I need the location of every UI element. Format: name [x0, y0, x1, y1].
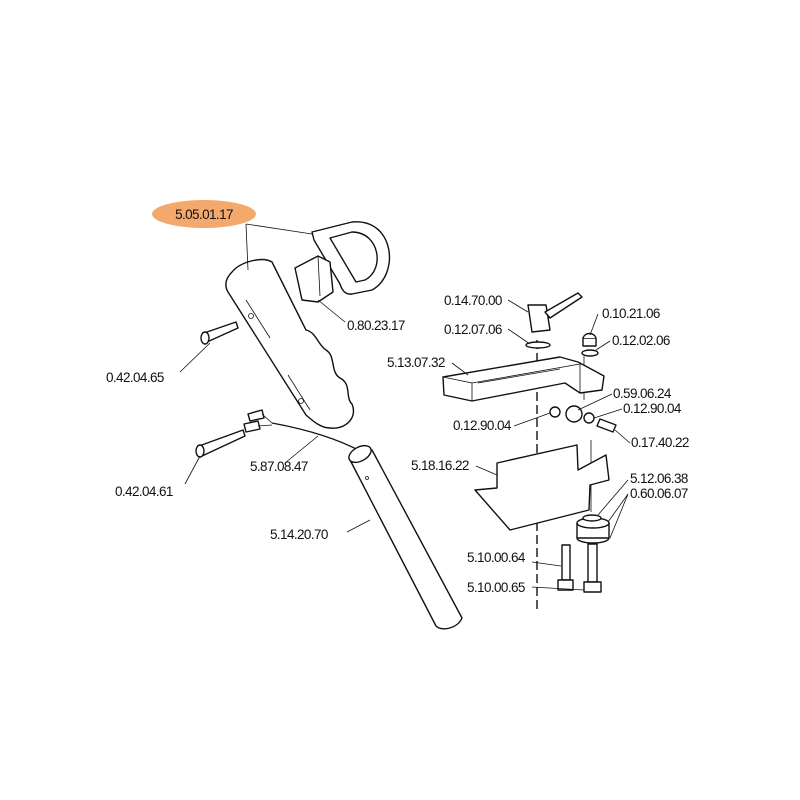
nut-left-part — [549, 406, 561, 418]
screw-lower-part — [195, 429, 246, 458]
bolt-left-part — [557, 544, 574, 591]
label-tube[interactable]: 5.14.20.70 — [270, 527, 329, 542]
label-cap-nut[interactable]: 0.10.21.06 — [602, 306, 661, 321]
label-bracket[interactable]: 5.13.07.32 — [387, 355, 446, 370]
cable-part — [243, 409, 363, 453]
label-cable[interactable]: 5.87.08.47 — [250, 459, 309, 474]
highlight-ellipse — [152, 200, 256, 228]
connector-part — [294, 255, 334, 303]
label-nut-stack[interactable]: 5.12.06.38 — [630, 471, 689, 486]
handle-body-part — [225, 258, 355, 429]
pin-part — [596, 418, 617, 433]
screw-upper-part — [200, 321, 239, 345]
label-bushing[interactable]: 0.59.06.24 — [613, 386, 673, 401]
label-plate[interactable]: 5.18.16.22 — [411, 458, 470, 473]
label-bolt-left[interactable]: 5.10.00.64 — [467, 550, 527, 565]
d-grip-part — [311, 221, 391, 295]
label-washer-cap[interactable]: 0.12.02.06 — [612, 333, 671, 348]
label-screw-upper[interactable]: 0.42.04.65 — [106, 370, 165, 385]
tube-part — [348, 444, 463, 630]
label-nut-right[interactable]: 0.12.90.04 — [623, 401, 683, 416]
label-pin[interactable]: 0.17.40.22 — [631, 435, 690, 450]
bushing-part — [565, 405, 583, 423]
bolt-right-part — [583, 543, 602, 593]
label-screw-lower[interactable]: 0.42.04.61 — [115, 484, 174, 499]
label-handle-assembly[interactable]: 5.05.01.17 — [175, 207, 234, 222]
bracket-part — [442, 356, 605, 402]
clamp-knob-part — [525, 292, 583, 349]
label-washer-knob[interactable]: 0.12.07.06 — [444, 322, 503, 337]
plate-part — [474, 444, 610, 531]
label-nut-left[interactable]: 0.12.90.04 — [453, 418, 513, 433]
label-rubber-buffer[interactable]: 0.60.06.07 — [630, 486, 689, 501]
rubber-buffer-part — [576, 514, 610, 544]
leader-lines — [179, 223, 631, 591]
cap-nut-part — [581, 332, 599, 357]
label-connector[interactable]: 0.80.23.17 — [347, 318, 406, 333]
label-clamp-knob[interactable]: 0.14.70.00 — [444, 293, 503, 308]
nut-right-part — [583, 412, 595, 424]
label-bolt-right[interactable]: 5.10.00.65 — [467, 580, 526, 595]
